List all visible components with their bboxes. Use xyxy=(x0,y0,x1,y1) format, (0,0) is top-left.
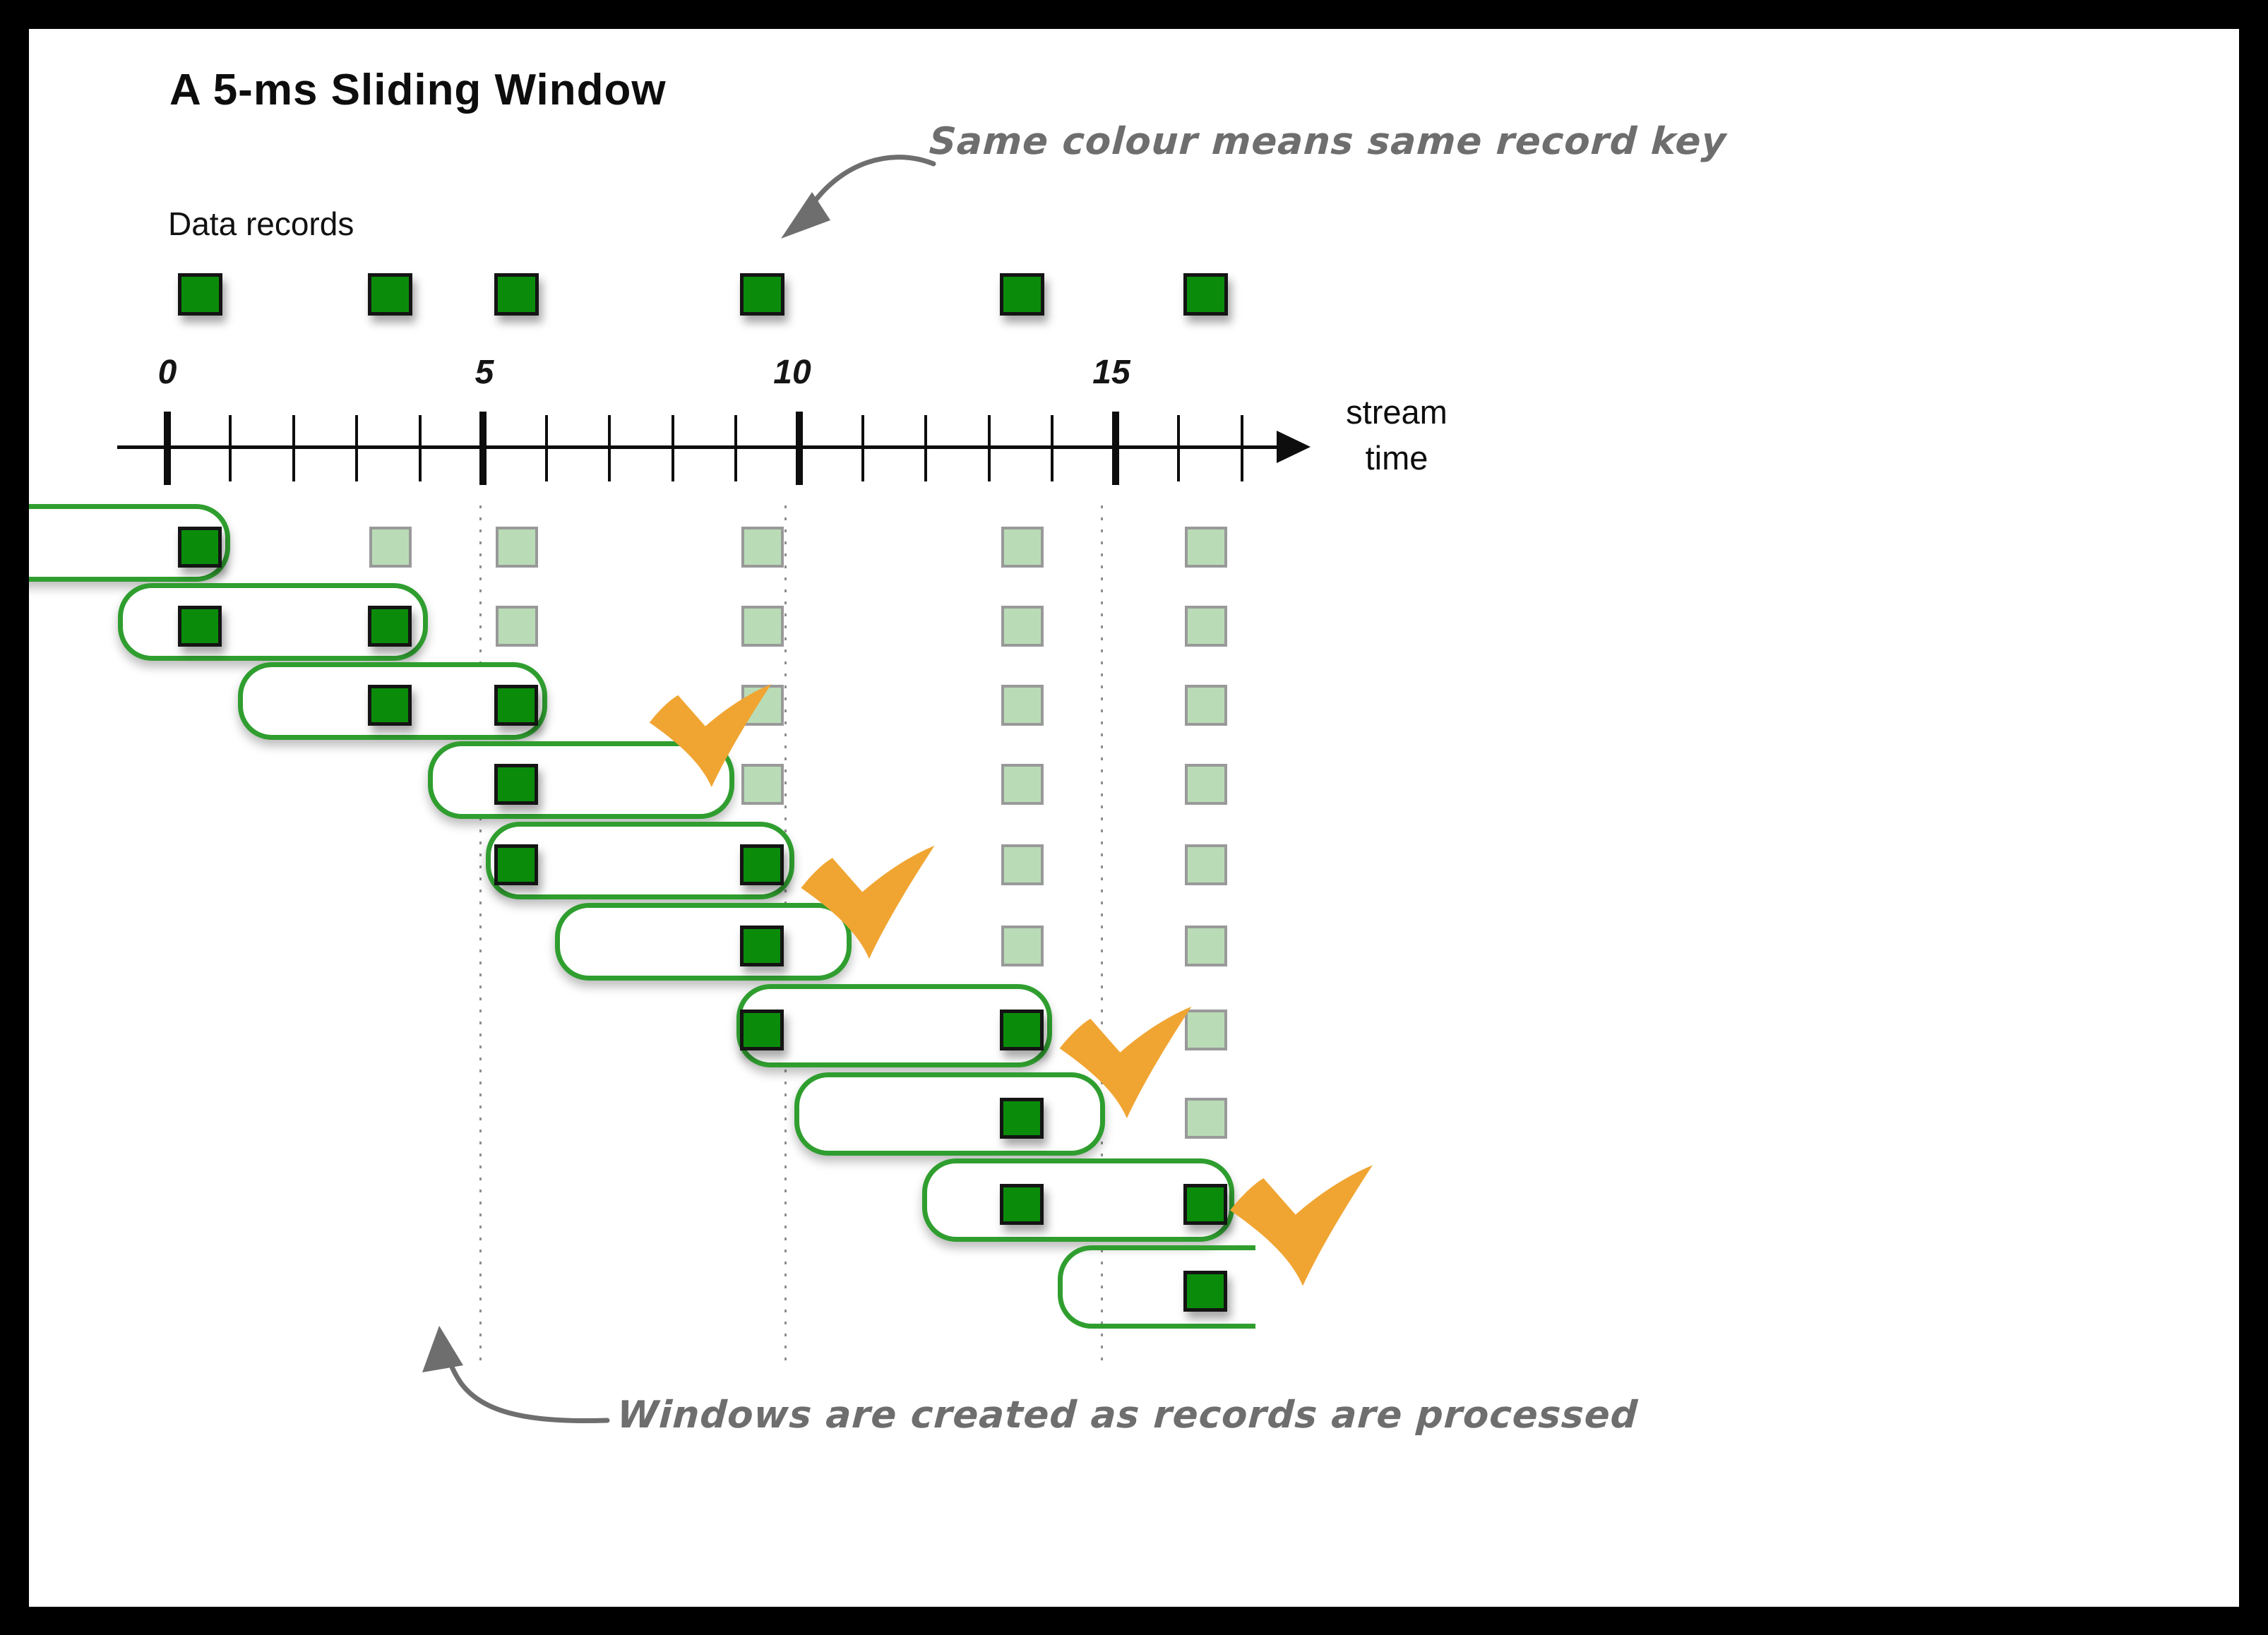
window-record xyxy=(494,685,538,726)
sliding-window xyxy=(118,583,428,661)
ghost-record xyxy=(1001,527,1044,568)
image-frame-left xyxy=(0,0,29,1635)
window-record xyxy=(178,527,222,568)
window-record xyxy=(1000,1010,1044,1050)
ghost-record xyxy=(1001,844,1044,885)
timeline-tick-minor xyxy=(608,415,611,481)
ghost-record xyxy=(1185,685,1227,726)
ghost-record xyxy=(741,527,784,568)
ghost-record xyxy=(1185,844,1227,885)
timeline-tick-major xyxy=(1111,412,1119,485)
timeline-tick-minor xyxy=(229,415,232,481)
window-record xyxy=(740,1010,784,1050)
ghost-record xyxy=(496,606,538,647)
window-record xyxy=(178,606,222,647)
arrowhead-icon xyxy=(781,192,830,239)
ghost-record xyxy=(369,527,412,568)
ghost-record xyxy=(1185,527,1227,568)
window-record xyxy=(1183,1271,1227,1312)
timeline-tick-minor xyxy=(544,415,548,481)
timeline-tick-minor xyxy=(1177,415,1181,481)
timeline-arrowhead-icon xyxy=(1277,431,1311,463)
sliding-window xyxy=(794,1072,1105,1156)
timeline-tick-minor xyxy=(1240,415,1243,481)
timeline-axis xyxy=(117,445,1289,449)
window-record xyxy=(368,685,412,726)
window-record xyxy=(1183,1184,1227,1225)
timeline-tick-minor xyxy=(355,415,359,481)
sliding-window xyxy=(736,984,1052,1067)
ghost-record xyxy=(1185,926,1227,966)
curved-arrow-icon xyxy=(806,155,936,212)
page-title: A 5-ms Sliding Window xyxy=(169,66,667,114)
timeline-tick-minor xyxy=(924,415,928,481)
sliding-window xyxy=(1058,1245,1255,1329)
timeline-tick-minor xyxy=(418,415,422,481)
dotted-guideline xyxy=(1101,505,1103,1367)
data-record xyxy=(368,273,412,316)
ghost-record xyxy=(1185,1010,1227,1050)
data-records-label: Data records xyxy=(168,205,354,242)
ghost-record xyxy=(1001,606,1044,647)
dotted-guideline xyxy=(479,505,482,1367)
timeline-tick-minor xyxy=(1051,415,1054,481)
window-record xyxy=(740,844,784,885)
stream-time-axis-label: stream time xyxy=(1326,390,1467,481)
ghost-record xyxy=(1185,606,1227,647)
curved-arrow-icon xyxy=(443,1343,610,1423)
ghost-record xyxy=(1001,685,1044,726)
window-record xyxy=(368,606,412,647)
timeline-tick-major xyxy=(796,412,803,485)
timeline-tick-minor xyxy=(987,415,991,481)
timeline-tick-minor xyxy=(292,415,295,481)
windows-created-annotation: Windows are created as records are proce… xyxy=(616,1394,1640,1437)
data-record xyxy=(494,273,539,316)
timeline-tick-minor xyxy=(861,415,864,481)
sliding-window xyxy=(922,1158,1234,1242)
arrowhead-icon xyxy=(422,1326,463,1372)
tick-label: 0 xyxy=(157,354,177,391)
data-record xyxy=(178,273,222,316)
tick-label: 10 xyxy=(773,354,811,391)
window-record xyxy=(494,764,538,805)
stream-time-line2: time xyxy=(1365,438,1428,477)
data-record xyxy=(740,273,784,316)
timeline-tick-major xyxy=(163,412,171,485)
window-record xyxy=(1000,1098,1044,1139)
tick-label: 15 xyxy=(1092,354,1130,391)
window-record xyxy=(494,844,538,885)
sliding-window xyxy=(555,903,852,981)
image-frame-right xyxy=(2239,0,2268,1635)
tick-label: 5 xyxy=(475,354,494,391)
ghost-record xyxy=(1001,926,1044,966)
checkmark-icon xyxy=(1230,1165,1373,1286)
ghost-record xyxy=(1185,1098,1227,1139)
image-frame-bottom xyxy=(0,1607,2268,1635)
ghost-record xyxy=(741,606,784,647)
checkmark-icon xyxy=(801,845,935,959)
checkmark-icon xyxy=(649,683,772,788)
ghost-record xyxy=(496,527,538,568)
checkmark-icon xyxy=(1059,1006,1192,1119)
timeline-tick-minor xyxy=(734,415,738,481)
ghost-record xyxy=(1001,764,1044,805)
timeline-tick-minor xyxy=(671,415,674,481)
stream-time-line1: stream xyxy=(1346,393,1448,431)
image-frame-top xyxy=(0,0,2268,29)
same-colour-annotation: Same colour means same record key xyxy=(928,120,1728,163)
timeline-tick-major xyxy=(479,412,487,485)
window-record xyxy=(740,926,784,966)
data-record xyxy=(1183,273,1228,316)
ghost-record xyxy=(741,764,784,805)
sliding-window xyxy=(428,741,734,819)
ghost-record xyxy=(1185,764,1227,805)
data-record xyxy=(1000,273,1044,316)
window-record xyxy=(1000,1184,1044,1225)
